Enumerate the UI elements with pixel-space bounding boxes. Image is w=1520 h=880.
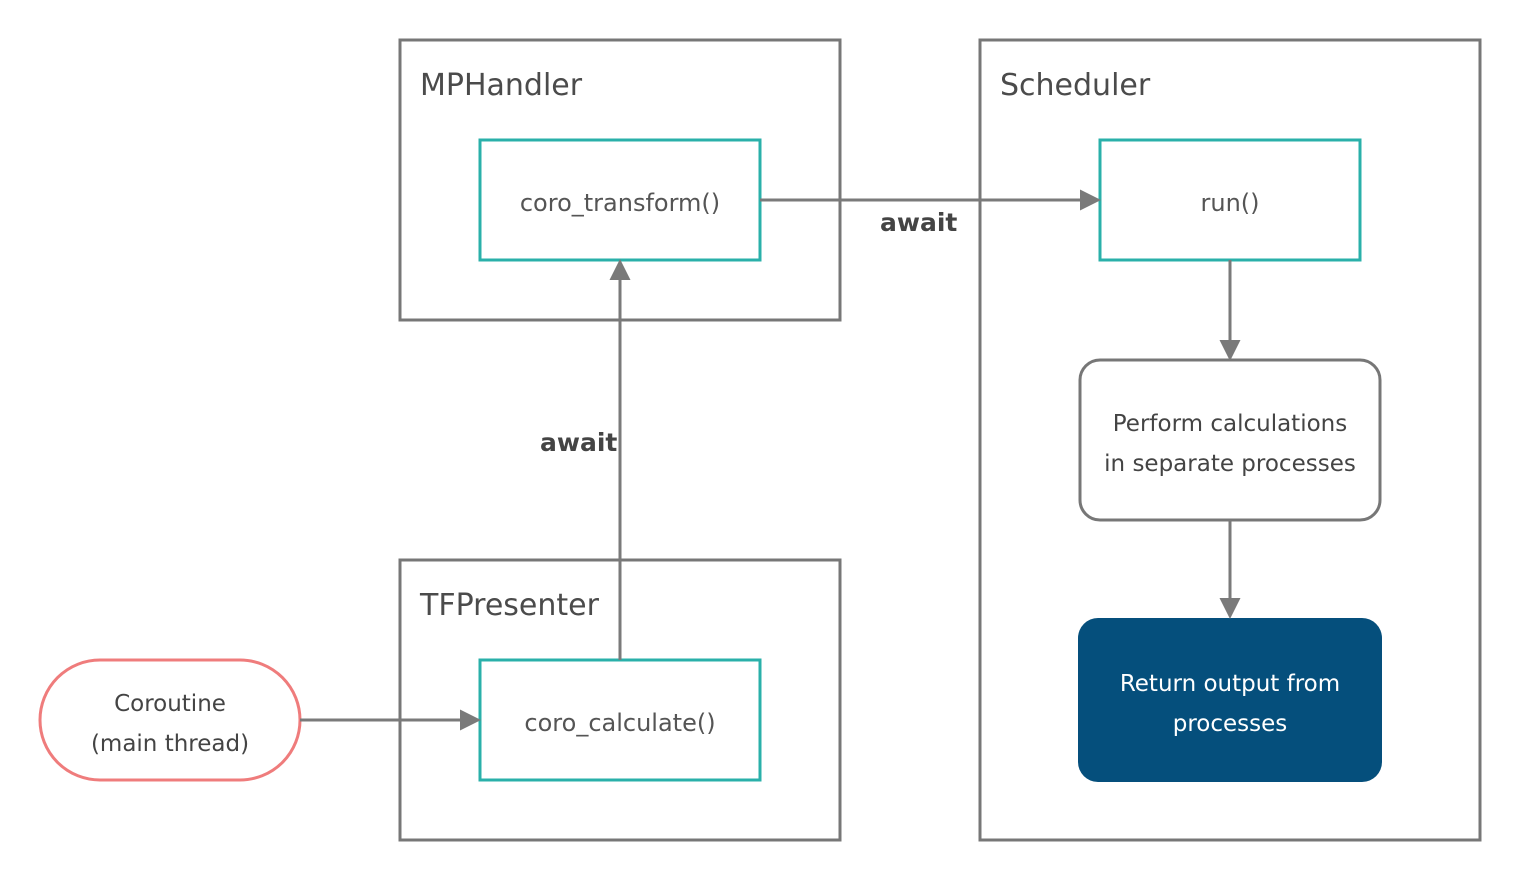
start-node-coroutine: Coroutine (main thread) — [38, 658, 302, 782]
function-coro-transform-label: coro_transform() — [520, 189, 720, 217]
function-coro-calculate: coro_calculate() — [478, 658, 762, 782]
edge-label-calculate-to-transform: await — [540, 428, 617, 457]
output-node-line1: Return output from — [1120, 671, 1340, 697]
function-coro-transform: coro_transform() — [478, 138, 762, 262]
start-node-line1: Coroutine — [114, 691, 226, 717]
process-node-line1: Perform calculations — [1113, 411, 1347, 437]
process-node-line2: in separate processes — [1104, 451, 1356, 477]
container-scheduler-title: Scheduler — [1000, 68, 1151, 103]
function-run: run() — [1098, 138, 1362, 262]
process-node: Perform calculations in separate process… — [1078, 358, 1382, 522]
output-node: Return output from processes — [1078, 618, 1382, 782]
container-tfpresenter: TFPresenter — [398, 558, 842, 842]
container-tfpresenter-title: TFPresenter — [419, 588, 600, 623]
output-node-line2: processes — [1173, 711, 1288, 737]
container-mphandler-title: MPHandler — [420, 68, 583, 103]
function-coro-calculate-label: coro_calculate() — [524, 709, 715, 737]
container-scheduler: Scheduler — [978, 38, 1482, 842]
function-run-label: run() — [1200, 189, 1259, 217]
edge-label-transform-to-run: await — [880, 208, 957, 237]
start-node-line2: (main thread) — [91, 731, 249, 757]
